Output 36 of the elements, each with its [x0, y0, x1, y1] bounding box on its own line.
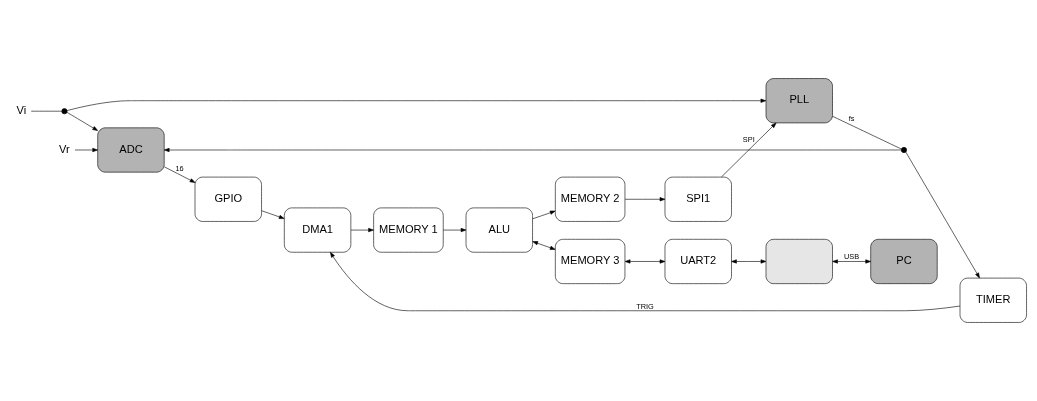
node-box: PC — [869, 239, 938, 284]
arrow — [905, 151, 980, 279]
node-box: GPIO — [194, 176, 262, 222]
node-box: PLL — [765, 78, 833, 124]
node-box: MEMORY 3 — [554, 239, 625, 284]
arrow — [66, 112, 98, 131]
node-text: Vr — [58, 142, 70, 155]
node-box: TIMER — [959, 277, 1027, 323]
node-circle — [60, 108, 67, 115]
arrow — [66, 98, 766, 111]
node-text: Vi — [15, 103, 26, 116]
node-box: MEMORY 1 — [372, 207, 444, 253]
arrow — [163, 147, 901, 153]
arrow — [329, 252, 960, 312]
node-box: ALU — [465, 207, 533, 253]
arrow — [74, 147, 98, 153]
arrow — [831, 259, 871, 264]
arrow — [624, 259, 665, 264]
node-box: SPI1 — [664, 176, 732, 222]
node-box: UART2 — [664, 239, 732, 284]
arrow — [260, 210, 284, 219]
arrow — [531, 241, 555, 250]
node-box — [765, 239, 833, 284]
node-box: MEMORY 2 — [554, 176, 625, 222]
connector — [831, 116, 902, 150]
node-circle — [900, 147, 907, 153]
node-box: ADC — [96, 127, 165, 173]
arrow — [730, 259, 766, 264]
connector — [30, 110, 62, 112]
arrow — [624, 197, 665, 202]
arrow — [163, 166, 195, 183]
arrow — [531, 210, 555, 220]
arrow — [720, 122, 776, 178]
arrow — [350, 228, 374, 233]
arrow — [442, 228, 466, 233]
node-box: DMA1 — [283, 207, 351, 253]
